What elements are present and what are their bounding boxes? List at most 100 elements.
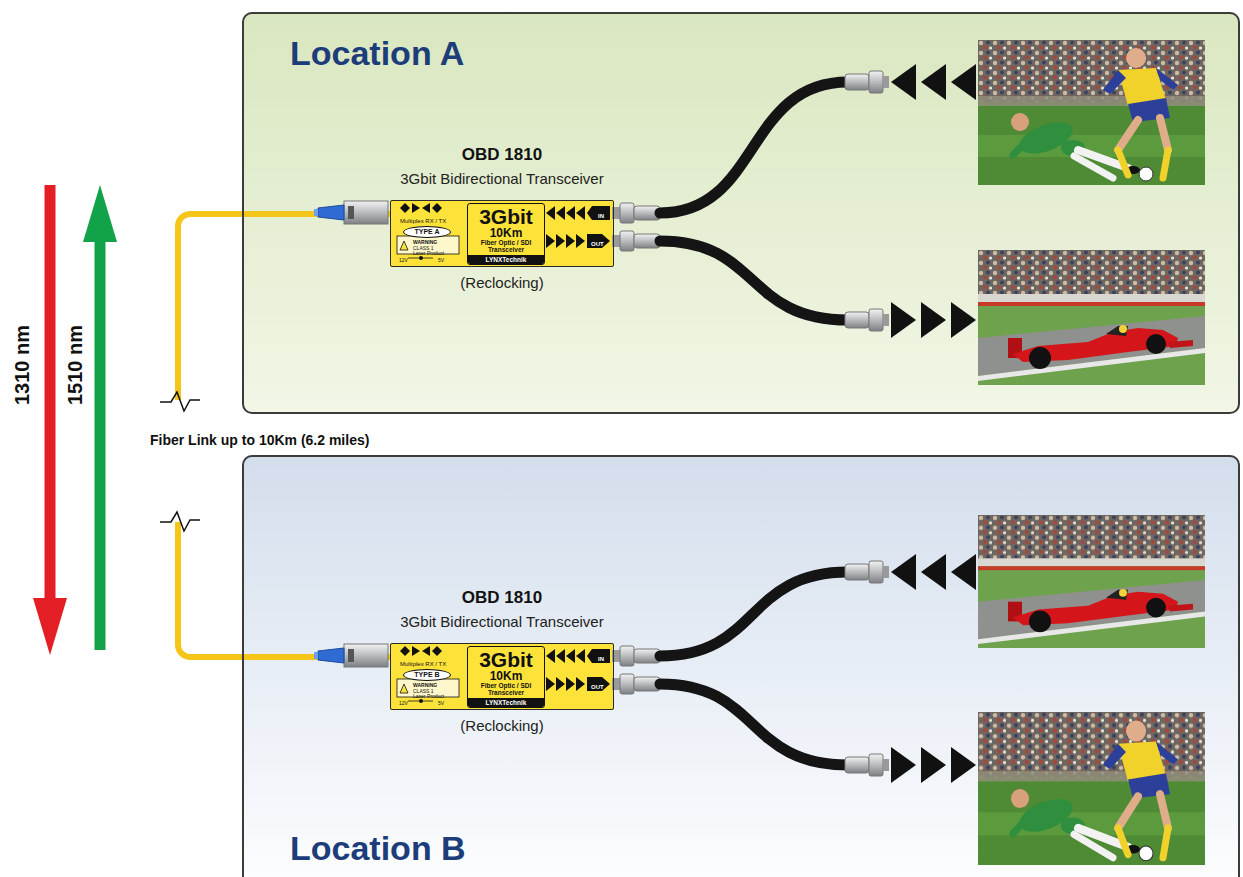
text-holder: Location B: [290, 829, 466, 868]
fiber-break-mark: [160, 512, 200, 531]
text-holder: 5V: [438, 701, 444, 707]
panel-ground: [242, 12, 1240, 414]
racecar-picture: [978, 250, 1205, 385]
signal-direction-arrows: [891, 64, 976, 100]
coax-cable: [660, 82, 848, 765]
transceiver-box: 3Gbit10KmFiber Optic / SDI TransceiverLY…: [390, 643, 614, 710]
port-label: IN: [598, 656, 604, 663]
wavelength-label: 1510 nm: [64, 325, 87, 405]
port-label: IN: [598, 213, 604, 220]
soccer-picture: [978, 40, 1205, 185]
transceiver-details: [314, 644, 660, 703]
location-heading: Location B: [290, 829, 466, 868]
text-holder: IN: [598, 213, 604, 220]
text-holder: 1310 nm: [11, 325, 34, 405]
model-name: OBD 1810: [462, 588, 542, 608]
text-holder: OUT: [591, 684, 604, 691]
coax-cable: [660, 684, 848, 765]
location-panel: 3Gbit10KmFiber Optic / SDI TransceiverLY…: [242, 455, 1240, 877]
signal-direction-arrows: [891, 554, 976, 590]
rate-text: 3Gbit: [479, 207, 533, 227]
power-label: 12V: [399, 258, 408, 264]
text-holder: Laser Product: [413, 251, 444, 257]
text-holder: OBD 1810: [462, 588, 542, 608]
reclocking-note: (Reclocking): [460, 717, 543, 735]
panel-ground: [242, 455, 1240, 877]
text-holder: Multiplex RX / TX: [400, 661, 446, 668]
text-holder: Laser Product: [413, 694, 444, 700]
bnc-connector: [845, 754, 889, 776]
port-label: OUT: [591, 684, 604, 691]
location-panel: 3Gbit10KmFiber Optic / SDI TransceiverLY…: [242, 12, 1240, 414]
model-description: 3Gbit Bidirectional Transceiver: [400, 170, 603, 188]
signal-direction-arrows: [891, 747, 976, 783]
text-holder: (Reclocking): [460, 274, 543, 292]
product-label-box: 3Gbit10KmFiber Optic / SDI TransceiverLY…: [467, 646, 545, 708]
product-text: Fiber Optic / SDI Transceiver: [470, 682, 542, 696]
text-holder: LYNXTechnik: [468, 255, 544, 264]
reclocking-note: (Reclocking): [460, 274, 543, 292]
model-description: 3Gbit Bidirectional Transceiver: [400, 613, 603, 631]
product-text: Fiber Optic / SDI Transceiver: [470, 239, 542, 253]
text-holder: 10Km: [470, 670, 542, 682]
wavelength-arrow: [83, 185, 117, 242]
text-holder: Fiber Optic / SDI Transceiver: [470, 682, 542, 696]
text-holder: Fiber Optic / SDI Transceiver: [470, 239, 542, 253]
transceiver-details: [314, 201, 660, 260]
wavelength-arrow: [95, 240, 106, 650]
wavelength-arrow: [45, 185, 56, 600]
text-holder: 3Gbit Bidirectional Transceiver: [400, 170, 603, 188]
text-holder: 1510 nm: [64, 325, 87, 405]
text-holder: 12V: [399, 701, 408, 707]
wavelength-arrow: [83, 185, 117, 650]
coax-cable: [660, 572, 848, 656]
bnc-connector: [845, 309, 889, 331]
text-holder: 3Gbit: [470, 650, 542, 670]
text-holder: 3Gbit Bidirectional Transceiver: [400, 613, 603, 631]
type-badge-text: TYPE A: [414, 228, 439, 236]
text-holder: 12V: [399, 258, 408, 264]
wavelength-arrow: [33, 598, 67, 655]
laser-class-text: Laser Product: [413, 694, 444, 700]
type-badge-text: TYPE B: [414, 671, 439, 679]
text-holder: TYPE A: [414, 228, 439, 236]
text-holder: (Reclocking): [460, 717, 543, 735]
text-holder: OBD 1810: [462, 145, 542, 165]
text-holder: Multiplex RX / TX: [400, 218, 446, 225]
fiber-break-mark: [160, 392, 200, 531]
coax-cable: [660, 82, 848, 213]
transceiver-box: 3Gbit10KmFiber Optic / SDI TransceiverLY…: [390, 200, 614, 267]
racecar-picture: [978, 515, 1205, 648]
brand-strip: LYNXTechnik: [486, 698, 527, 707]
model-name: OBD 1810: [462, 145, 542, 165]
text-holder: 10Km: [470, 227, 542, 239]
mux-caption: Multiplex RX / TX: [400, 661, 446, 668]
power-label: 12V: [399, 701, 408, 707]
product-label-box: 3Gbit10KmFiber Optic / SDI TransceiverLY…: [467, 203, 545, 265]
port-label: OUT: [591, 241, 604, 248]
wavelength-arrow: [33, 185, 67, 655]
link-label: Fiber Link up to 10Km (6.2 miles): [148, 432, 371, 449]
text-holder: Fiber Link up to 10Km (6.2 miles): [148, 432, 371, 449]
fiber-break-mark: [160, 392, 200, 411]
laser-class-text: Laser Product: [413, 251, 444, 257]
text-holder: Location A: [290, 34, 464, 73]
wavelength-label: 1310 nm: [11, 325, 34, 405]
bnc-connector: [845, 561, 889, 583]
text-holder: TYPE B: [414, 671, 439, 679]
distance-text: 10Km: [490, 227, 523, 239]
coax-cable: [660, 241, 848, 320]
text-holder: 3Gbit: [470, 207, 542, 227]
bnc-connector: [845, 71, 889, 93]
type-badge: TYPE A: [403, 226, 451, 238]
text-holder: OUT: [591, 241, 604, 248]
distance-text: 10Km: [490, 670, 523, 682]
location-heading: Location A: [290, 34, 464, 73]
mux-caption: Multiplex RX / TX: [400, 218, 446, 225]
text-holder: LYNXTechnik: [468, 698, 544, 707]
soccer-picture: [978, 712, 1205, 865]
rate-text: 3Gbit: [479, 650, 533, 670]
text-holder: 5V: [438, 258, 444, 264]
power-label: 5V: [438, 258, 444, 264]
